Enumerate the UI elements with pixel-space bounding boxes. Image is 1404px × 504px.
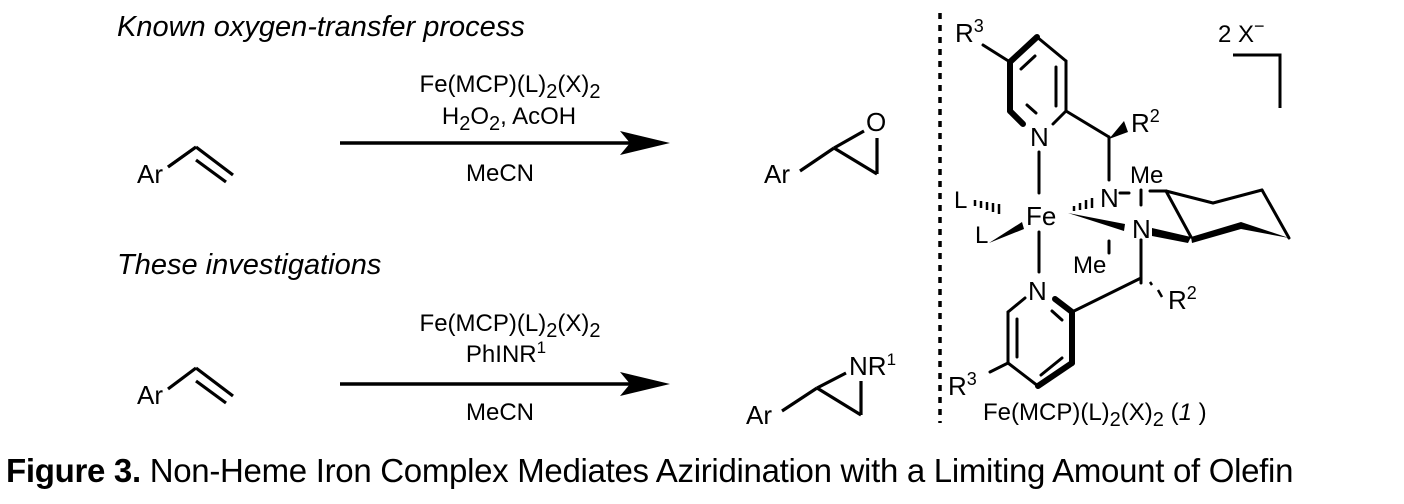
aziridine-product: Ar NR1: [746, 350, 896, 430]
r3-top-label: R3: [955, 16, 984, 48]
iron-label: Fe: [1026, 201, 1056, 231]
ligand-l-top: L: [954, 187, 967, 214]
reagent-catalyst-top: Fe(MCP)(L)2(X)2: [420, 71, 601, 103]
solvent-top: MeCN: [466, 160, 534, 187]
methyl-top-label: Me: [1130, 162, 1163, 189]
aryl-label: Ar: [746, 400, 772, 430]
nitrogen-label: N: [1028, 276, 1047, 306]
aryl-label: Ar: [137, 159, 163, 189]
ligand-l-bottom: L: [975, 222, 988, 249]
caption-text: Non-Heme Iron Complex Mediates Aziridina…: [140, 452, 1294, 489]
nitrogen-label: N: [1030, 122, 1049, 152]
nitrogen-label: N: [1132, 214, 1151, 244]
reagent-nitrene-source: PhINR1: [466, 338, 546, 368]
wedge-bond: [1109, 121, 1128, 139]
reagent-catalyst-bottom: Fe(MCP)(L)2(X)2: [420, 310, 601, 342]
counterion-label: 2 X−: [1218, 16, 1265, 48]
nr1-label: NR1: [849, 350, 896, 381]
iron-complex-structure: R3 2 X− N R2 Me L Fe N L N Me N R2 R3 Fe…: [948, 16, 1291, 431]
figure-label: Figure 3.: [6, 452, 141, 489]
r3-bottom-label: R3: [948, 369, 977, 401]
solvent-bottom: MeCN: [466, 399, 534, 426]
heading-these-investigations: These investigations: [117, 249, 381, 281]
heading-known-process: Known oxygen-transfer process: [117, 11, 525, 43]
styrene-top: Ar: [137, 145, 234, 189]
epoxide-product: Ar O: [764, 107, 886, 189]
r2-bottom-label: R2: [1168, 283, 1197, 315]
reaction-arrow-top: [340, 131, 670, 155]
reagent-oxidant-top: H2O2, AcOH: [442, 103, 576, 135]
r2-top-label: R2: [1131, 106, 1160, 138]
nitrogen-label: N: [1100, 183, 1119, 213]
wedge-bond: [1068, 213, 1125, 231]
aryl-label: Ar: [137, 380, 163, 410]
oxygen-label: O: [866, 107, 886, 137]
styrene-bottom: Ar: [137, 366, 234, 410]
figure-caption: Figure 3. Non-Heme Iron Complex Mediates…: [6, 452, 1293, 490]
reaction-arrow-bottom: [340, 372, 670, 396]
charge-bracket: [1233, 53, 1282, 108]
methyl-bottom-label: Me: [1073, 252, 1106, 279]
aryl-label: Ar: [764, 159, 790, 189]
wedge-bond: [989, 222, 1024, 243]
complex-name: Fe(MCP)(L)2(X)2 (1 ): [983, 399, 1207, 431]
